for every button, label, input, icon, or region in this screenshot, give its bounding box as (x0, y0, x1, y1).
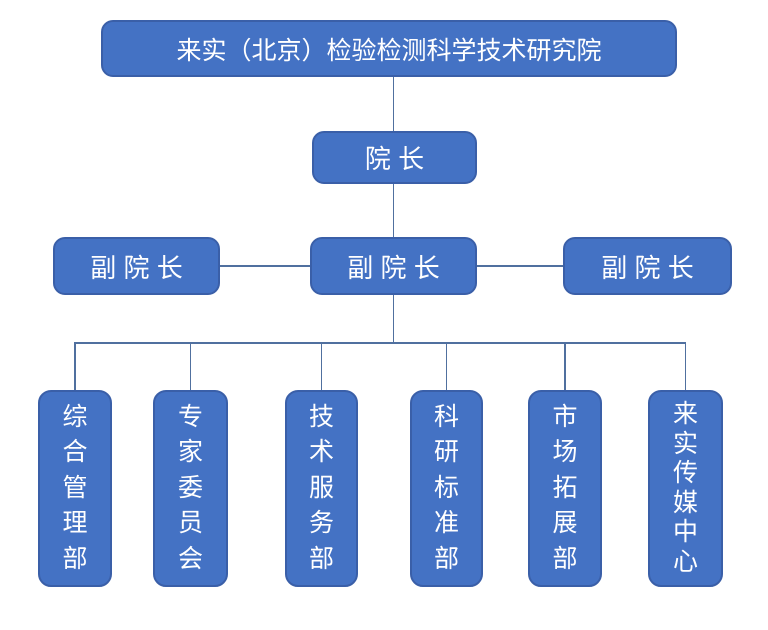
org-node-vice-president-2-label: 副 院 长 (347, 252, 440, 283)
connector-rail-to-dept-4 (445, 342, 448, 390)
org-node-dept-technical-service: 技术服务部 (285, 390, 358, 587)
org-node-dept-market-expansion: 市场拓展部 (528, 390, 602, 587)
org-node-dept-general-management-label: 综合管理部 (62, 402, 88, 573)
org-node-vice-president-1-label: 副 院 长 (90, 252, 183, 283)
connector-department-rail (75, 342, 686, 344)
connector-rail-to-dept-3 (320, 342, 323, 390)
org-node-vice-president-1: 副 院 长 (53, 237, 220, 295)
connector-vp-center-to-left (220, 265, 310, 267)
org-node-root: 来实（北京）检验检测科学技术研究院 (101, 20, 677, 77)
org-node-vice-president-2: 副 院 长 (310, 237, 477, 295)
org-node-dept-research-standards-label: 科研标准部 (433, 402, 459, 573)
connector-president-to-vp (392, 184, 394, 237)
connector-vp-to-rail (392, 295, 394, 342)
org-node-dept-media-center-label: 来实传媒中心 (672, 400, 698, 576)
org-node-president-label: 院 长 (364, 144, 425, 174)
connector-vp-center-to-right (477, 265, 563, 267)
org-node-dept-expert-committee-label: 专家委员会 (177, 402, 203, 573)
connector-rail-to-dept-5 (564, 342, 566, 390)
org-node-dept-general-management: 综合管理部 (38, 390, 112, 587)
connector-rail-to-dept-6 (684, 342, 687, 390)
org-node-dept-research-standards: 科研标准部 (410, 390, 483, 587)
org-node-president: 院 长 (312, 131, 477, 184)
org-node-dept-market-expansion-label: 市场拓展部 (552, 402, 578, 573)
org-node-dept-technical-service-label: 技术服务部 (308, 402, 334, 573)
connector-root-to-president (392, 77, 394, 131)
org-node-vice-president-3: 副 院 长 (563, 237, 732, 295)
org-node-dept-expert-committee: 专家委员会 (153, 390, 228, 587)
org-node-vice-president-3-label: 副 院 长 (601, 252, 694, 283)
connector-rail-to-dept-2 (189, 342, 192, 390)
org-node-root-label: 来实（北京）检验检测科学技术研究院 (176, 36, 602, 65)
org-node-dept-media-center: 来实传媒中心 (648, 390, 723, 587)
connector-rail-to-dept-1 (74, 342, 76, 390)
